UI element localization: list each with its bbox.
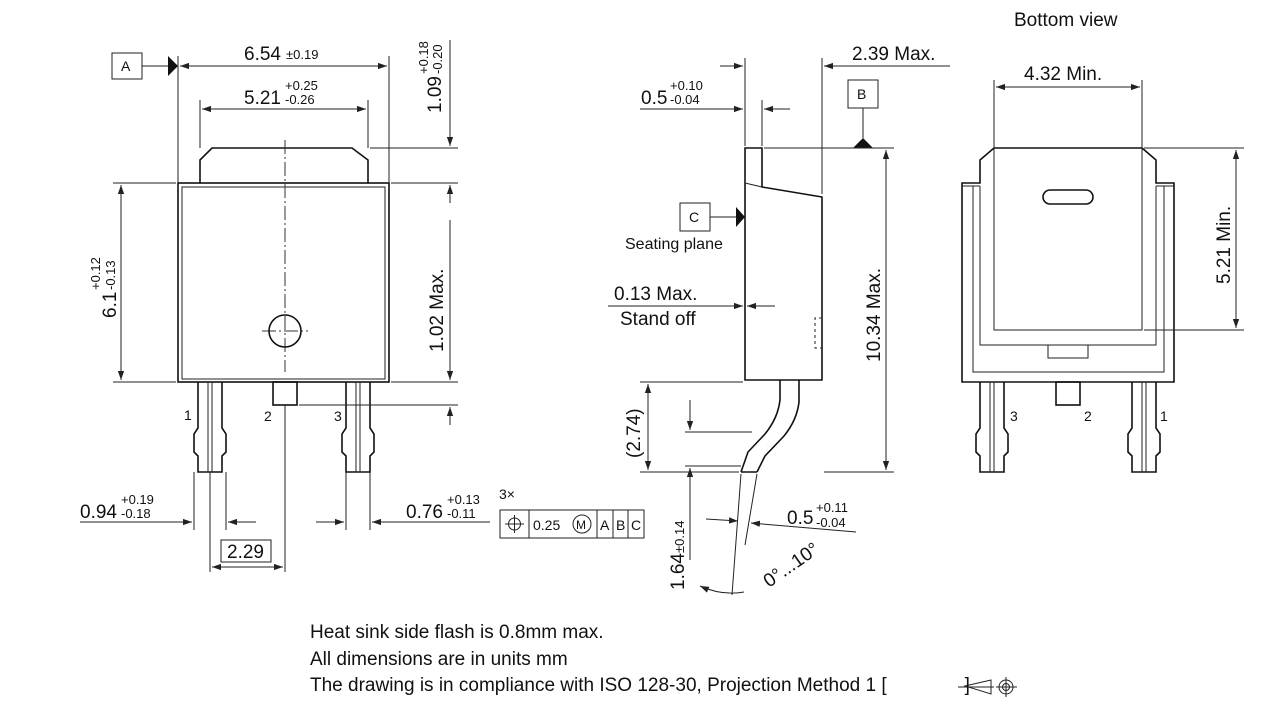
bottom-lead-2-stub [1055,381,1081,406]
dim-61-value: 6.1 [100,292,121,318]
datum-b-label: B [857,86,866,102]
note-flash: Heat sink side flash is 0.8mm max. [310,622,604,643]
dim-521-tol-minus: -0.26 [285,92,315,107]
bottom-slot [1042,189,1094,205]
front-pin-label-2: 2 [264,408,272,424]
front-pin-label-3: 3 [334,408,342,424]
notes-block: Heat sink side flash is 0.8mm max. All d… [310,620,970,700]
side-view: 2.39 Max. 0.5 +0.10 -0.04 B C Seating pl… [608,44,950,596]
dim-164-value: 1.64 [668,553,689,590]
position-tolerance-frame: 3× 0.25 M A B C [499,486,645,539]
tol-frame-count: 3× [499,486,515,502]
dim-229-value: 2.29 [227,542,264,563]
dim-164-tol: ±0.14 [672,521,687,553]
dim-239-value: 2.39 Max. [852,44,935,65]
bottom-pin-label-3: 3 [1010,408,1018,424]
bottom-view-label: Bottom view [1014,10,1118,31]
dim-094-tol-minus: -0.18 [121,506,151,521]
dim-076-tol-minus: -0.11 [447,506,476,521]
front-pin-label-1: 1 [184,407,192,423]
bottom-pin-label-2: 2 [1084,408,1092,424]
datum-c-triangle [736,207,745,227]
projection-method-icon [958,677,1017,697]
dim-109-value: 1.09 [425,76,446,113]
tol-frame-modifier: M [576,518,586,532]
dim-094-value: 0.94 [80,502,117,523]
bottom-body-outline [961,147,1175,383]
mmc-modifier-icon [572,514,592,534]
seating-plane-label: Seating plane [625,236,723,253]
dim-102-value: 1.02 Max. [427,269,448,352]
side-body-outline [744,147,823,381]
angle-arc [699,585,745,594]
dim-094-tol-plus: +0.19 [121,492,154,507]
dim-521-value: 5.21 [244,88,281,109]
dim-076-tol-plus: +0.13 [447,492,480,507]
bottom-lead-3 [975,382,1009,473]
bottom-lead-1 [1127,382,1161,473]
datum-b-triangle [853,138,873,148]
dim-521-min-value: 5.21 Min. [1214,206,1235,284]
note-units: All dimensions are in units mm [310,648,568,670]
dim-05-bottom-value: 0.5 [787,508,813,529]
front-lead-2-stub [272,381,298,406]
front-tab [199,147,369,183]
front-lead-1 [193,382,227,473]
position-symbol-icon [505,515,524,533]
standoff-label: Stand off [620,309,696,330]
dim-229-box [220,539,272,563]
dim-05-top-tol-minus: -0.04 [670,92,700,107]
dim-109-tol-minus: -0.20 [430,44,445,74]
side-hidden-feature [814,317,822,349]
datum-a-label: A [121,58,131,74]
tol-frame-value: 0.25 [533,517,560,533]
dim-61-tol-plus: +0.12 [88,257,103,290]
dim-05-bottom-tol-minus: -0.04 [816,515,846,530]
dim-05-bottom-tol-plus: +0.11 [816,500,848,515]
note-compliance-close: ] [964,675,970,696]
dim-432-value: 4.32 Min. [1024,64,1102,85]
tol-frame-datum-b: B [616,517,625,533]
front-body-inner [181,186,386,380]
angle-value: 0°...10° [760,539,823,592]
tol-frame-datum-c: C [631,517,641,533]
dim-654-value: 6.54 [244,44,281,65]
dim-05-top-tol-plus: +0.10 [670,78,703,93]
dim-654-tol: ±0.19 [286,47,318,62]
front-mounting-hole [268,314,302,348]
dim-05-bottom-line [750,520,857,533]
dim-1034-value: 10.34 Max. [864,268,885,362]
dim-109-tol-plus: +0.18 [416,41,431,74]
front-lead-3 [341,382,375,473]
front-body-outline [177,182,390,383]
tol-frame-datum-a: A [600,517,610,533]
standoff-value: 0.13 Max. [614,284,697,305]
dim-076-value: 0.76 [406,502,443,523]
bottom-heatsink-pad [993,186,1143,331]
datum-c-label: C [689,209,699,225]
front-view: 1 2 3 A 6.54 ±0.19 5.21 +0.25 -0.26 1.09… [80,40,490,572]
bottom-pin-label-1: 1 [1160,408,1168,424]
dim-61-tol-minus: -0.13 [103,260,118,290]
note-compliance-text: The drawing is in compliance with ISO 12… [310,675,887,696]
dim-521-tol-plus: +0.25 [285,78,318,93]
dim-05-top-value: 0.5 [641,88,667,109]
side-lead [740,380,800,473]
note-compliance: The drawing is in compliance with ISO 12… [310,673,970,700]
bottom-view: Bottom view 3 2 1 4.32 Min. [961,10,1244,473]
datum-a-triangle [168,56,178,76]
dim-274-value: (2.74) [624,408,645,458]
